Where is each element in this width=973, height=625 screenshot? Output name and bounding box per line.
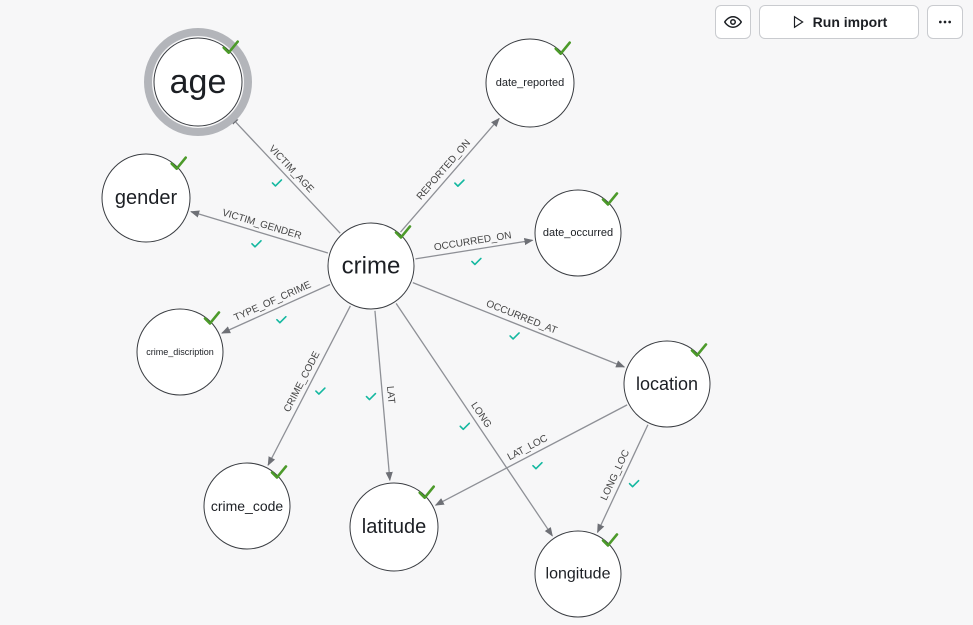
relationship-line[interactable]	[190, 210, 329, 254]
node-location[interactable]: location	[623, 340, 711, 428]
relationship-label: CRIME_CODE	[282, 350, 323, 415]
mapped-check-icon	[601, 533, 619, 547]
relationship-line[interactable]	[374, 310, 393, 482]
relationship-line[interactable]	[221, 283, 331, 334]
node-crime_discription[interactable]: crime_discription	[136, 308, 224, 396]
node-label: age	[170, 63, 227, 101]
node-crime_code[interactable]: crime_code	[203, 462, 291, 550]
relationship-long_loc[interactable]: LONG_LOC	[596, 424, 649, 534]
node-circle[interactable]	[203, 462, 291, 550]
mapped-check-icon	[203, 311, 221, 325]
mapped-check-icon	[509, 332, 520, 340]
mapped-check-icon	[394, 225, 412, 239]
node-circle[interactable]	[534, 530, 622, 618]
node-date_reported[interactable]: date_reported	[485, 38, 575, 128]
mapped-check-icon	[471, 257, 482, 266]
mapped-check-icon	[454, 179, 465, 187]
node-label: latitude	[362, 516, 427, 538]
node-circle[interactable]	[349, 482, 439, 572]
node-crime[interactable]: crime	[327, 222, 415, 310]
mapped-check-icon	[251, 239, 262, 248]
mapped-check-icon	[418, 485, 435, 499]
preview-button[interactable]	[715, 5, 751, 39]
relationship-line[interactable]	[267, 305, 351, 466]
mapped-check-icon	[315, 387, 326, 395]
node-circle[interactable]	[101, 153, 191, 243]
mapped-check-icon	[270, 465, 288, 479]
relationship-line[interactable]	[415, 237, 534, 260]
relationship-occurred_on[interactable]: OCCURRED_ON	[415, 230, 534, 266]
relationship-crime_code_rel[interactable]: CRIME_CODE	[267, 305, 351, 466]
node-gender[interactable]: gender	[101, 153, 191, 243]
mapped-check-icon	[222, 40, 239, 54]
selection-ring	[144, 28, 252, 136]
node-date_occurred[interactable]: date_occurred	[534, 189, 622, 277]
node-label: location	[636, 374, 698, 394]
node-label: date_occurred	[543, 227, 613, 239]
node-label: crime_discription	[146, 347, 214, 357]
relationship-line[interactable]	[412, 282, 626, 368]
mapped-check-icon	[628, 479, 640, 488]
mapped-check-icon	[459, 422, 471, 431]
node-label: gender	[115, 187, 178, 209]
mapped-check-icon	[170, 156, 187, 170]
relationship-line[interactable]	[395, 302, 553, 537]
relationship-line[interactable]	[400, 117, 500, 233]
node-circle[interactable]	[153, 37, 243, 127]
mapped-check-icon	[276, 315, 287, 324]
mapped-check-icon	[271, 179, 283, 187]
node-longitude[interactable]: longitude	[534, 530, 622, 618]
relationship-label: OCCURRED_AT	[484, 298, 558, 336]
mapped-check-icon	[532, 461, 543, 470]
node-latitude[interactable]: latitude	[349, 482, 439, 572]
run-import-label: Run import	[812, 14, 888, 30]
run-import-button[interactable]: Run import	[759, 5, 919, 39]
relationship-line[interactable]	[596, 424, 649, 534]
node-circle[interactable]	[534, 189, 622, 277]
relationship-label: LAT	[384, 386, 397, 405]
relationship-label: LAT_LOC	[506, 433, 550, 463]
node-circle[interactable]	[136, 308, 224, 396]
toolbar: Run import	[715, 5, 963, 39]
mapped-check-icon	[554, 41, 571, 55]
mapped-check-icon	[601, 192, 619, 206]
relationship-reported_on[interactable]: REPORTED_ON	[400, 117, 500, 233]
node-label: crime	[342, 253, 401, 280]
node-age[interactable]: age	[144, 28, 252, 136]
relationship-lat[interactable]: LAT	[365, 310, 397, 482]
node-label: longitude	[546, 566, 611, 583]
play-icon	[793, 15, 804, 29]
relationship-line[interactable]	[434, 404, 628, 506]
node-circle[interactable]	[327, 222, 415, 310]
ellipsis-icon	[939, 20, 951, 24]
relationship-line[interactable]	[229, 115, 341, 234]
node-circle[interactable]	[623, 340, 711, 428]
node-label: date_reported	[496, 77, 565, 89]
relationship-label: VICTIM_AGE	[266, 144, 316, 196]
relationship-label: TYPE_OF_CRIME	[232, 279, 313, 323]
more-options-button[interactable]	[927, 5, 963, 39]
mapped-check-icon	[365, 392, 377, 401]
mapped-check-icon	[690, 343, 708, 357]
eye-icon	[724, 15, 742, 29]
relationship-lat_loc[interactable]: LAT_LOC	[434, 404, 628, 506]
relationship-occurred_at[interactable]: OCCURRED_AT	[412, 282, 626, 368]
relationship-victim_gender[interactable]: VICTIM_GENDER	[190, 208, 329, 254]
node-label: crime_code	[211, 498, 284, 514]
relationship-label: REPORTED_ON	[415, 138, 473, 203]
relationship-type_of_crime[interactable]: TYPE_OF_CRIME	[221, 279, 331, 334]
node-circle[interactable]	[485, 38, 575, 128]
